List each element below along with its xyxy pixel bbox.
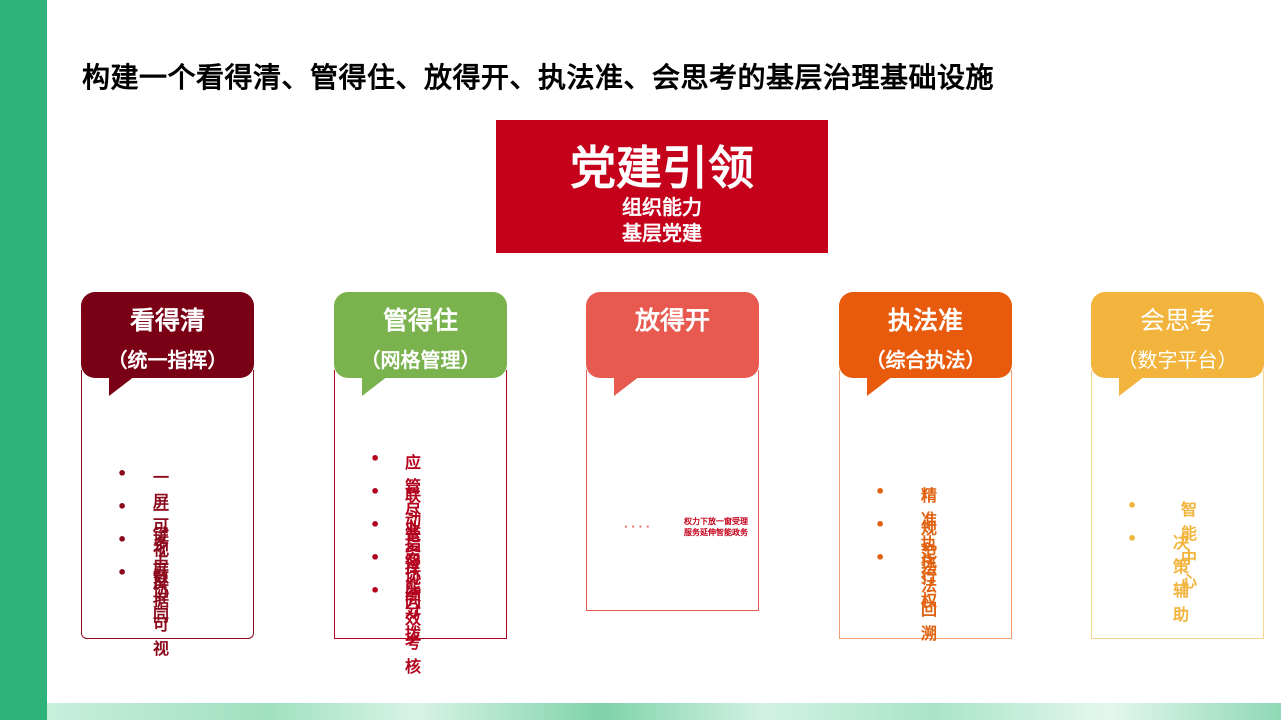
card-header: 会思考 （数字平台） [1091,292,1264,396]
card-kandeqing: 看得清 （统一指挥） •一屏可视 •一键上屏 •多屏协同 •数据可视 [81,292,254,658]
left-accent-band [0,0,47,720]
hero-banner: 党建引领 组织能力 基层党建 [496,120,828,253]
card-fangdekai: 放得开 · · · · 权力下放一窗受理 服务延伸智能政务 [586,292,759,611]
tiny-text-line-2: 服务延伸智能政务 [684,528,748,537]
card-subtitle: （统一指挥） [107,348,228,372]
card-subtitle: （数字平台） [1117,348,1238,372]
card-subtitle: （综合执法） [865,348,986,372]
hero-line-1: 组织能力 [622,195,702,219]
card-body [1091,370,1264,639]
card-title: 放得开 [634,306,710,335]
speech-tail [109,376,135,396]
card-header: 看得清 （统一指挥） [81,292,254,396]
card-huisikao: 会思考 （数字平台） •智能中心 •决策辅助 [1091,292,1264,639]
card-body [334,370,507,639]
tiny-text-line-1: 权力下放一窗受理 [684,517,748,526]
card-subtitle: （网格管理） [360,348,481,372]
card-header: 放得开 [586,292,759,396]
speech-tail [1119,376,1145,396]
card-guandezhu: 管得住 （网格管理） •应管尽管 •联动指挥 •业务协同 •智能分拨 •绩效考核 [334,292,507,676]
speech-tail [614,376,640,396]
speech-tail [362,376,388,396]
card-title: 会思考 [1139,306,1215,335]
card-title: 执法准 [887,306,963,335]
card-header: 执法准 （综合执法） [839,292,1012,396]
hero-title: 党建引领 [570,141,754,195]
card-title: 管得住 [382,306,458,335]
card-body [586,370,759,611]
speech-tail [867,376,893,396]
card-body [81,370,254,639]
card-title: 看得清 [129,306,205,335]
card-body [839,370,1012,639]
hero-line-2: 基层党建 [622,221,702,245]
page-title: 构建一个看得清、管得住、放得开、执法准、会思考的基层治理基础设施 [82,61,995,94]
bottom-decor-band [47,703,1281,720]
card-zhifazhun: 执法准 （综合执法） •精准执法 •规范行权 •执法回溯 [839,292,1012,643]
dots: · · · · [624,522,650,533]
card-header: 管得住 （网格管理） [334,292,507,396]
